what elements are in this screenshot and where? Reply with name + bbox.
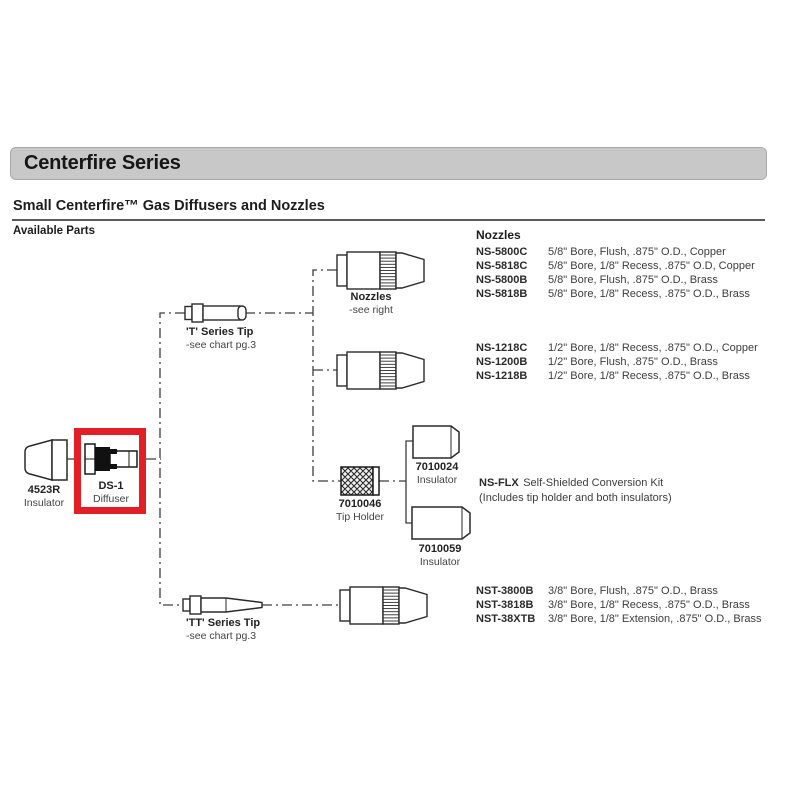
part-desc: 5/8" Bore, 1/8" Recess, .875" O.D., Bras… bbox=[548, 288, 750, 300]
insulator-bracket bbox=[405, 440, 413, 524]
table-row: NS-5800B 5/8" Bore, Flush, .875" O.D., Br… bbox=[476, 272, 755, 286]
table-row: NS-1218B 1/2" Bore, 1/8" Recess, .875" O.… bbox=[476, 368, 758, 382]
table-row: NS-5818C 5/8" Bore, 1/8" Recess, .875" O.… bbox=[476, 258, 755, 272]
nozzles-list-header: Nozzles bbox=[476, 228, 521, 242]
table-row: NS-1218C 1/2" Bore, 1/8" Recess, .875" O.… bbox=[476, 340, 758, 354]
label-t-series-tip: 'T' Series Tip -see chart pg.3 bbox=[186, 326, 256, 351]
part-name: Diffuser bbox=[93, 492, 129, 505]
part-number: 4523R bbox=[27, 484, 61, 496]
part-name: Insulator bbox=[416, 473, 458, 486]
table-row: NS-5800C 5/8" Bore, Flush, .875" O.D., Co… bbox=[476, 244, 755, 258]
part-desc: 5/8" Bore, 1/8" Recess, .875" O.D, Coppe… bbox=[548, 260, 755, 272]
part-number: NS-5818C bbox=[476, 260, 528, 272]
page-subtitle: Small Centerfire™ Gas Diffusers and Nozz… bbox=[13, 198, 325, 214]
insulator-7010059-drawing bbox=[411, 506, 471, 540]
nozzle-group-58: NS-5800C 5/8" Bore, Flush, .875" O.D., Co… bbox=[476, 244, 755, 300]
part-number: NS-5800C bbox=[476, 246, 528, 258]
part-number: NST-38XTB bbox=[476, 613, 536, 625]
part-desc: 3/8" Bore, 1/8" Recess, .875" O.D., Bras… bbox=[548, 599, 750, 611]
tt-series-tip-drawing bbox=[182, 595, 263, 615]
part-number: DS-1 bbox=[98, 480, 124, 492]
part-number: NS-1218C bbox=[476, 342, 528, 354]
part-name: Insulator bbox=[419, 555, 461, 568]
part-desc: Self-Shielded Conversion Kit bbox=[523, 477, 664, 489]
nozzle-group-12: NS-1218C 1/2" Bore, 1/8" Recess, .875" O.… bbox=[476, 340, 758, 382]
section-title-bar: Centerfire Series bbox=[10, 147, 767, 180]
insulator-4523r-drawing bbox=[24, 439, 68, 481]
part-desc: 1/2" Bore, 1/8" Recess, .875" O.D., Copp… bbox=[548, 342, 758, 354]
conversion-kit-entry: NS-FLX Self-Shielded Conversion Kit (Inc… bbox=[479, 474, 672, 506]
nozzle-group-38: NST-3800B 3/8" Bore, Flush, .875" O.D., B… bbox=[476, 583, 762, 625]
label-7010046: 7010046 Tip Holder bbox=[322, 498, 398, 523]
part-number: NS-FLX bbox=[479, 477, 519, 489]
part-number: NS-1218B bbox=[476, 370, 528, 382]
part-number: NS-1200B bbox=[476, 356, 528, 368]
table-row: NST-38XTB 3/8" Bore, 1/8" Extension, .875… bbox=[476, 611, 762, 625]
label-4523r: 4523R Insulator bbox=[10, 484, 78, 509]
kit-line1: NS-FLX Self-Shielded Conversion Kit bbox=[479, 474, 672, 491]
label-ds1: DS-1 Diffuser bbox=[78, 480, 144, 505]
connector-lines bbox=[67, 269, 406, 606]
part-note: -see chart pg.3 bbox=[186, 629, 257, 642]
label-7010059: 7010059 Insulator bbox=[403, 543, 477, 568]
part-number: NS-5800B bbox=[476, 274, 528, 286]
part-name: Tip Holder bbox=[335, 510, 385, 523]
part-number: NS-5818B bbox=[476, 288, 528, 300]
tip-holder-7010046-drawing bbox=[340, 466, 380, 496]
part-desc: 5/8" Bore, Flush, .875" O.D., Brass bbox=[548, 274, 718, 286]
kit-note: (Includes tip holder and both insulators… bbox=[479, 492, 672, 504]
part-number: 7010046 bbox=[338, 498, 382, 510]
label-nozzles-callout: Nozzles -see right bbox=[334, 291, 408, 316]
available-parts-label: Available Parts bbox=[13, 225, 96, 237]
diffuser-ds1-drawing bbox=[84, 443, 138, 475]
page-title: Centerfire Series bbox=[24, 152, 181, 174]
label-tt-series-tip: 'TT' Series Tip -see chart pg.3 bbox=[186, 617, 260, 642]
table-row: NS-1200B 1/2" Bore, Flush, .875" O.D., Br… bbox=[476, 354, 758, 368]
t-series-tip-drawing bbox=[184, 303, 247, 323]
table-row: NST-3800B 3/8" Bore, Flush, .875" O.D., B… bbox=[476, 583, 762, 597]
ds1-highlight-box bbox=[74, 428, 146, 514]
part-desc: 1/2" Bore, Flush, .875" O.D., Brass bbox=[548, 356, 718, 368]
subtitle-divider bbox=[12, 219, 765, 221]
part-number: 'T' Series Tip bbox=[186, 326, 254, 338]
label-7010024: 7010024 Insulator bbox=[400, 461, 474, 486]
part-number: NST-3800B bbox=[476, 585, 534, 597]
table-row: NST-3818B 3/8" Bore, 1/8" Recess, .875" O… bbox=[476, 597, 762, 611]
part-number: 7010024 bbox=[415, 461, 459, 473]
table-row: NS-5818B 5/8" Bore, 1/8" Recess, .875" O.… bbox=[476, 286, 755, 300]
part-note: -see right bbox=[349, 303, 393, 316]
part-number: 7010059 bbox=[418, 543, 462, 555]
part-number: Nozzles bbox=[350, 291, 392, 303]
insulator-7010024-drawing bbox=[412, 425, 460, 459]
part-desc: 1/2" Bore, 1/8" Recess, .875" O.D., Bras… bbox=[548, 370, 750, 382]
part-number: 'TT' Series Tip bbox=[186, 617, 261, 629]
part-number: NST-3818B bbox=[476, 599, 534, 611]
part-desc: 3/8" Bore, 1/8" Extension, .875" O.D., B… bbox=[548, 613, 762, 625]
part-desc: 3/8" Bore, Flush, .875" O.D., Brass bbox=[548, 585, 718, 597]
part-desc: 5/8" Bore, Flush, .875" O.D., Copper bbox=[548, 246, 726, 258]
part-name: Insulator bbox=[23, 496, 65, 509]
part-note: -see chart pg.3 bbox=[186, 338, 257, 351]
